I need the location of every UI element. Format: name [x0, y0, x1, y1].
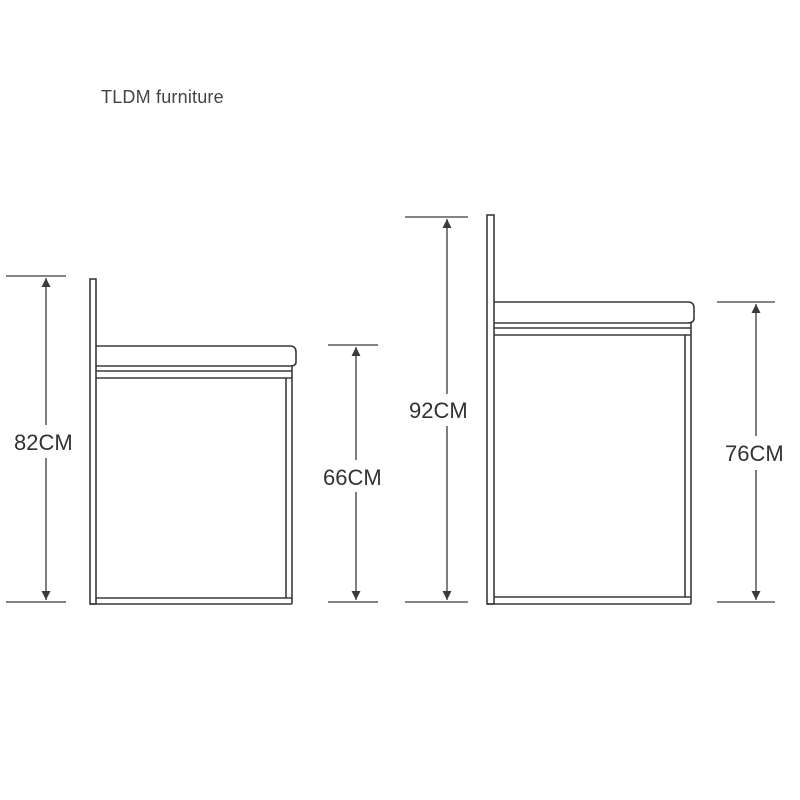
- tall-stool-total-height-dimension: [405, 216, 468, 603]
- short-stool-seat-height-dimension: [328, 344, 378, 603]
- short-stool-seat: [96, 345, 297, 367]
- short-stool-total-height-dimension: [6, 275, 66, 603]
- tall-stool-backrest: [486, 214, 495, 605]
- short-stool-drawing: [89, 278, 297, 605]
- tall-stool-drawing: [486, 214, 695, 605]
- short-stool-total-height-label: 82CM: [14, 430, 73, 455]
- short-stool-seat-height-label: 66CM: [323, 465, 382, 490]
- tall-stool-seat-height-dimension: [717, 301, 775, 603]
- tall-stool-total-height-label: 92CM: [409, 398, 468, 423]
- brand-name: TLDM furniture: [101, 87, 224, 107]
- tall-stool-seat-height-label: 76CM: [725, 441, 784, 466]
- tall-stool-seat: [494, 301, 695, 324]
- short-stool-backrest: [89, 278, 97, 605]
